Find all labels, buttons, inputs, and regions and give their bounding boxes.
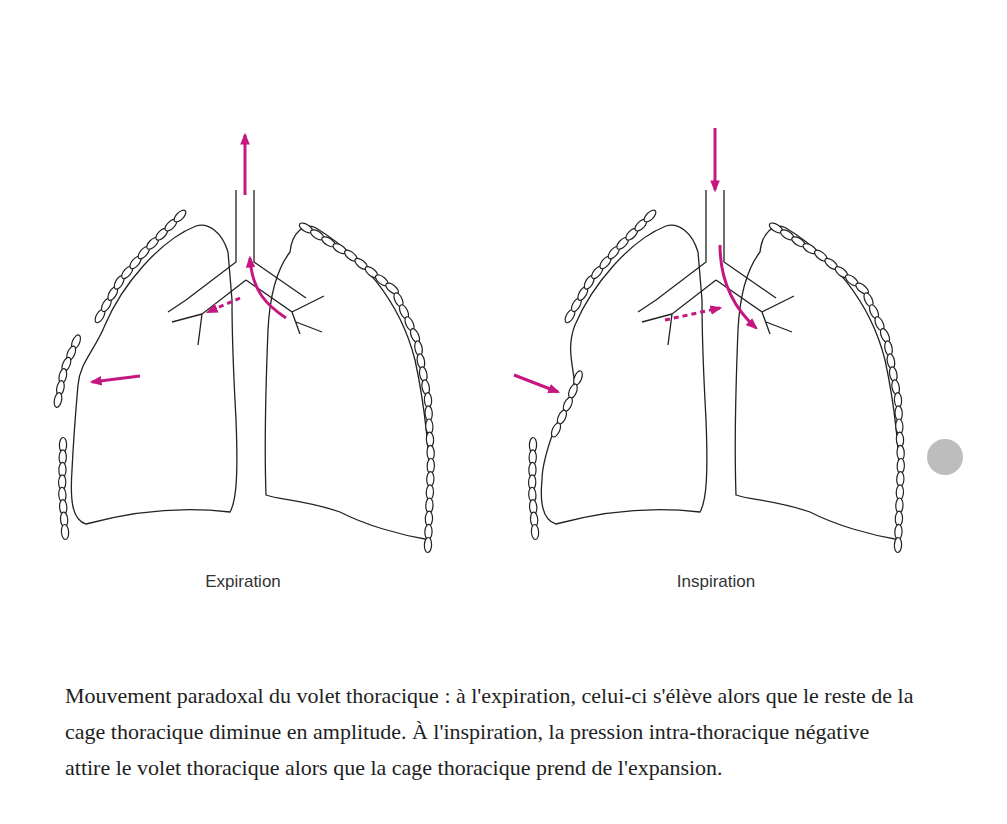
left-lung xyxy=(265,226,430,540)
rib-segment xyxy=(53,392,63,408)
bronchial-tree xyxy=(638,190,794,345)
panel-label: Inspiration xyxy=(677,572,755,592)
flail-motion-arrow xyxy=(514,375,558,392)
panel-label: Expiration xyxy=(205,572,281,592)
airflow-arrow xyxy=(250,258,286,318)
pendelluft-arrow xyxy=(665,308,720,320)
rib-segment xyxy=(567,383,579,400)
airflow-arrow xyxy=(244,135,247,195)
rib-segment xyxy=(531,524,539,539)
rib-segment xyxy=(172,208,188,224)
rib-segment xyxy=(894,537,902,552)
airflow-arrow xyxy=(720,245,756,328)
rib-segment xyxy=(61,524,69,539)
scroll-dot xyxy=(927,439,963,475)
flail-motion-arrow xyxy=(92,376,140,382)
inspiration-panel xyxy=(528,190,904,553)
left-lung xyxy=(735,226,900,540)
pendelluft-arrow xyxy=(208,298,240,312)
rib-segment xyxy=(550,422,563,439)
expiration-panel xyxy=(53,190,435,553)
airflow-arrow xyxy=(714,128,717,190)
rib-segment xyxy=(642,208,658,224)
right-lung xyxy=(541,225,707,524)
figure-caption: Mouvement paradoxal du volet thoracique … xyxy=(65,678,915,786)
rib-segment xyxy=(424,537,432,552)
right-lung xyxy=(71,225,237,524)
bronchial-tree xyxy=(168,190,324,345)
